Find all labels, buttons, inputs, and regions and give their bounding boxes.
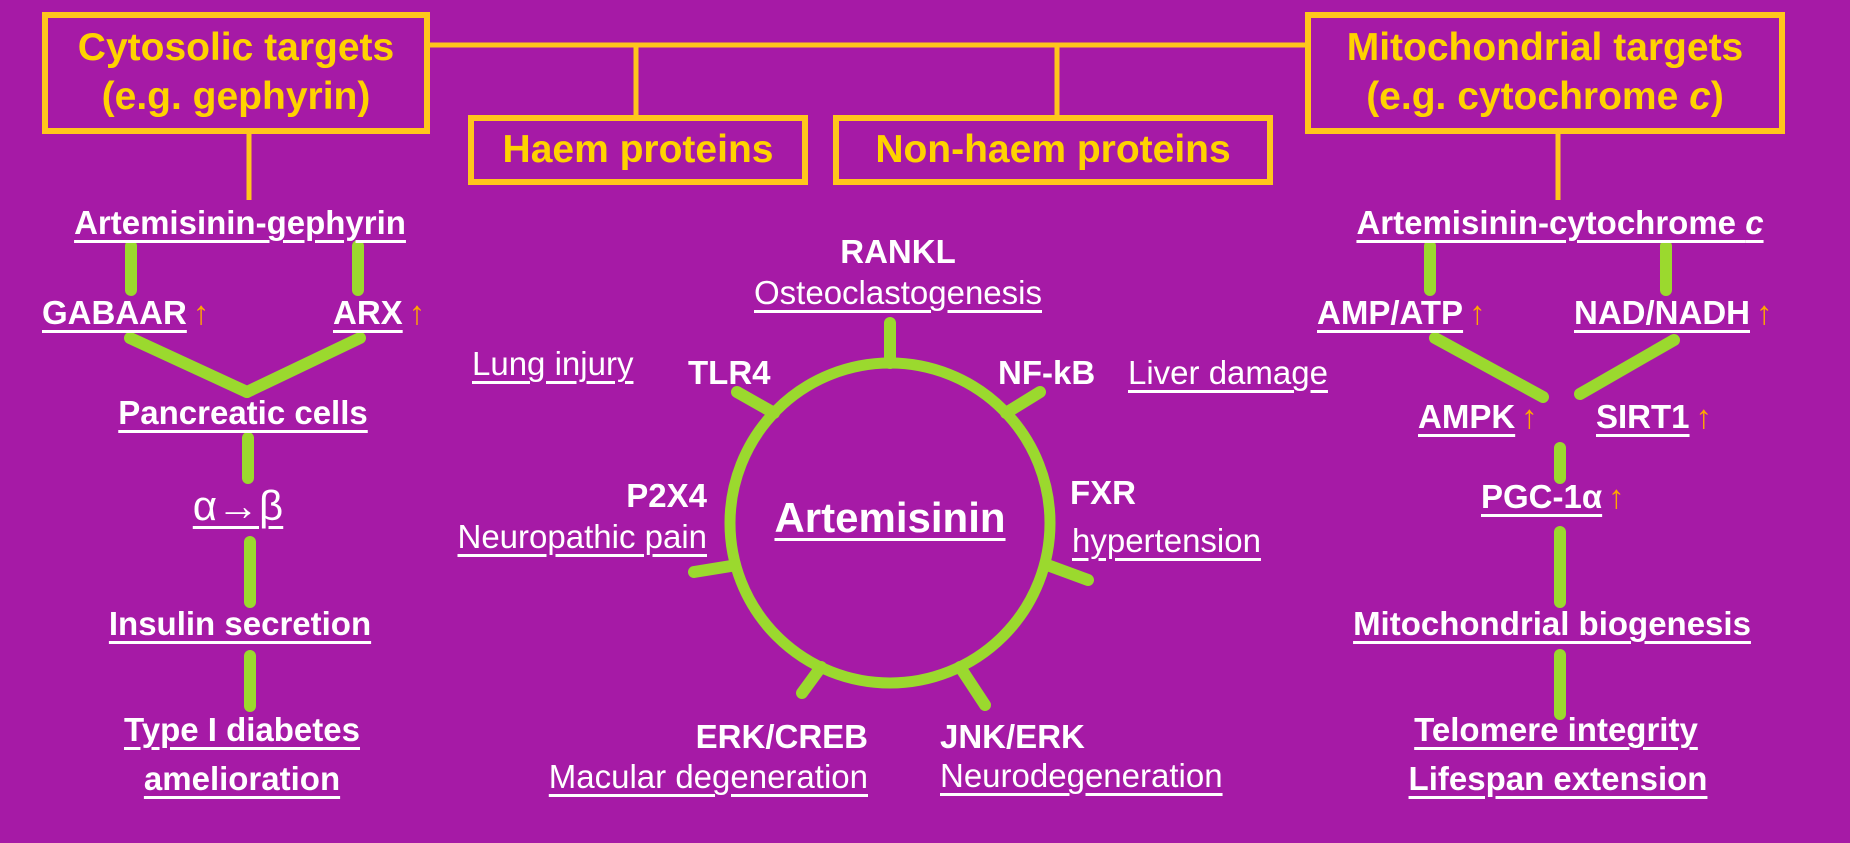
- arx-label: ARX: [333, 294, 403, 331]
- haem-proteins-label: Haem proteins: [502, 127, 774, 171]
- neuropathic-pain-effect: Neuropathic pain: [457, 518, 708, 555]
- alpha-to-beta-label: α→β: [192, 482, 284, 529]
- artemisinin-hub-label: Artemisinin: [774, 494, 1006, 541]
- mitochondrial-targets-box: Mitochondrial targets (e.g. cytochrome c…: [1305, 12, 1785, 134]
- jnk-erk-target: JNK/ERK: [940, 718, 1085, 755]
- cytosolic-targets-example: (e.g. gephyrin): [101, 75, 371, 118]
- liver-damage-effect: Liver damage: [1128, 354, 1328, 391]
- arx-node: ARX↑: [333, 296, 425, 329]
- erk-creb-target: ERK/CREB: [695, 718, 868, 755]
- insulin-secretion-label: Insulin secretion: [108, 605, 372, 642]
- up-arrow-icon: ↑: [1756, 294, 1773, 331]
- sirt1-node: SIRT1↑: [1596, 400, 1712, 433]
- cytosolic-targets-box: Cytosolic targets (e.g. gephyrin): [42, 12, 430, 134]
- mitochondrial-targets-title: Mitochondrial targets: [1346, 26, 1744, 70]
- top-connectors: [246, 42, 1561, 200]
- tlr4-target: TLR4: [688, 354, 771, 391]
- hypertension-effect: hypertension: [1072, 522, 1261, 559]
- amelioration-label: amelioration: [143, 760, 341, 797]
- macular-degeneration-effect: Macular degeneration: [548, 758, 868, 795]
- osteoclastogenesis-effect: Osteoclastogenesis: [754, 274, 1042, 311]
- pgc1a-node: PGC-1α↑: [1481, 480, 1625, 513]
- type1-diabetes-label: Type I diabetes: [124, 711, 360, 748]
- gabaar-label: GABAAR: [42, 294, 187, 331]
- up-arrow-icon: ↑: [1521, 398, 1538, 435]
- ampk-label: AMPK: [1418, 398, 1516, 435]
- non-haem-proteins-label: Non-haem proteins: [875, 127, 1231, 171]
- amp-atp-label: AMP/ATP: [1317, 294, 1464, 331]
- nad-nadh-label: NAD/NADH: [1574, 294, 1750, 331]
- gabaar-node: GABAAR↑: [42, 296, 209, 329]
- spoke-fxr: [1044, 560, 1094, 586]
- neurodegeneration-effect: Neurodegeneration: [940, 757, 1223, 794]
- cytosolic-targets-title: Cytosolic targets: [77, 26, 395, 70]
- nfkb-target: NF-kB: [998, 354, 1096, 391]
- sirt1-label: SIRT1: [1596, 398, 1690, 435]
- up-arrow-icon: ↑: [192, 294, 210, 331]
- pgc1a-label: PGC-1α: [1481, 478, 1603, 515]
- nad-nadh-node: NAD/NADH↑: [1574, 296, 1773, 329]
- non-haem-proteins-box: Non-haem proteins: [833, 115, 1273, 185]
- fxr-target: FXR: [1070, 474, 1136, 511]
- haem-proteins-box: Haem proteins: [468, 115, 808, 185]
- up-arrow-icon: ↑: [408, 294, 426, 331]
- green-connectors: [124, 240, 1680, 720]
- spoke-tlr4: [731, 386, 780, 419]
- ampk-node: AMPK↑: [1418, 400, 1538, 433]
- artemisinin-cytochrome-label: Artemisinin-cytochrome c: [1356, 204, 1764, 241]
- spoke-jnk-erk: [954, 661, 991, 711]
- spoke-erk-creb: [796, 661, 827, 699]
- telomere-integrity-label: Telomere integrity: [1414, 711, 1698, 748]
- spoke-nfkb: [1000, 386, 1046, 419]
- mitochondrial-biogenesis-label: Mitochondrial biogenesis: [1353, 605, 1751, 642]
- amp-atp-node: AMP/ATP↑: [1317, 296, 1486, 329]
- pancreatic-cells-label: Pancreatic cells: [118, 394, 368, 431]
- up-arrow-icon: ↑: [1469, 294, 1486, 331]
- up-arrow-icon: ↑: [1608, 478, 1625, 515]
- rankl-target: RANKL: [840, 233, 956, 270]
- artemisinin-gephyrin-label: Artemisinin-gephyrin: [74, 204, 406, 241]
- lung-injury-effect: Lung injury: [472, 345, 634, 382]
- mitochondrial-targets-example: (e.g. cytochrome c): [1366, 75, 1724, 118]
- up-arrow-icon: ↑: [1695, 398, 1713, 435]
- lifespan-extension-label: Lifespan extension: [1408, 760, 1708, 797]
- p2x4-target: P2X4: [626, 477, 707, 514]
- spoke-p2x4: [688, 560, 737, 578]
